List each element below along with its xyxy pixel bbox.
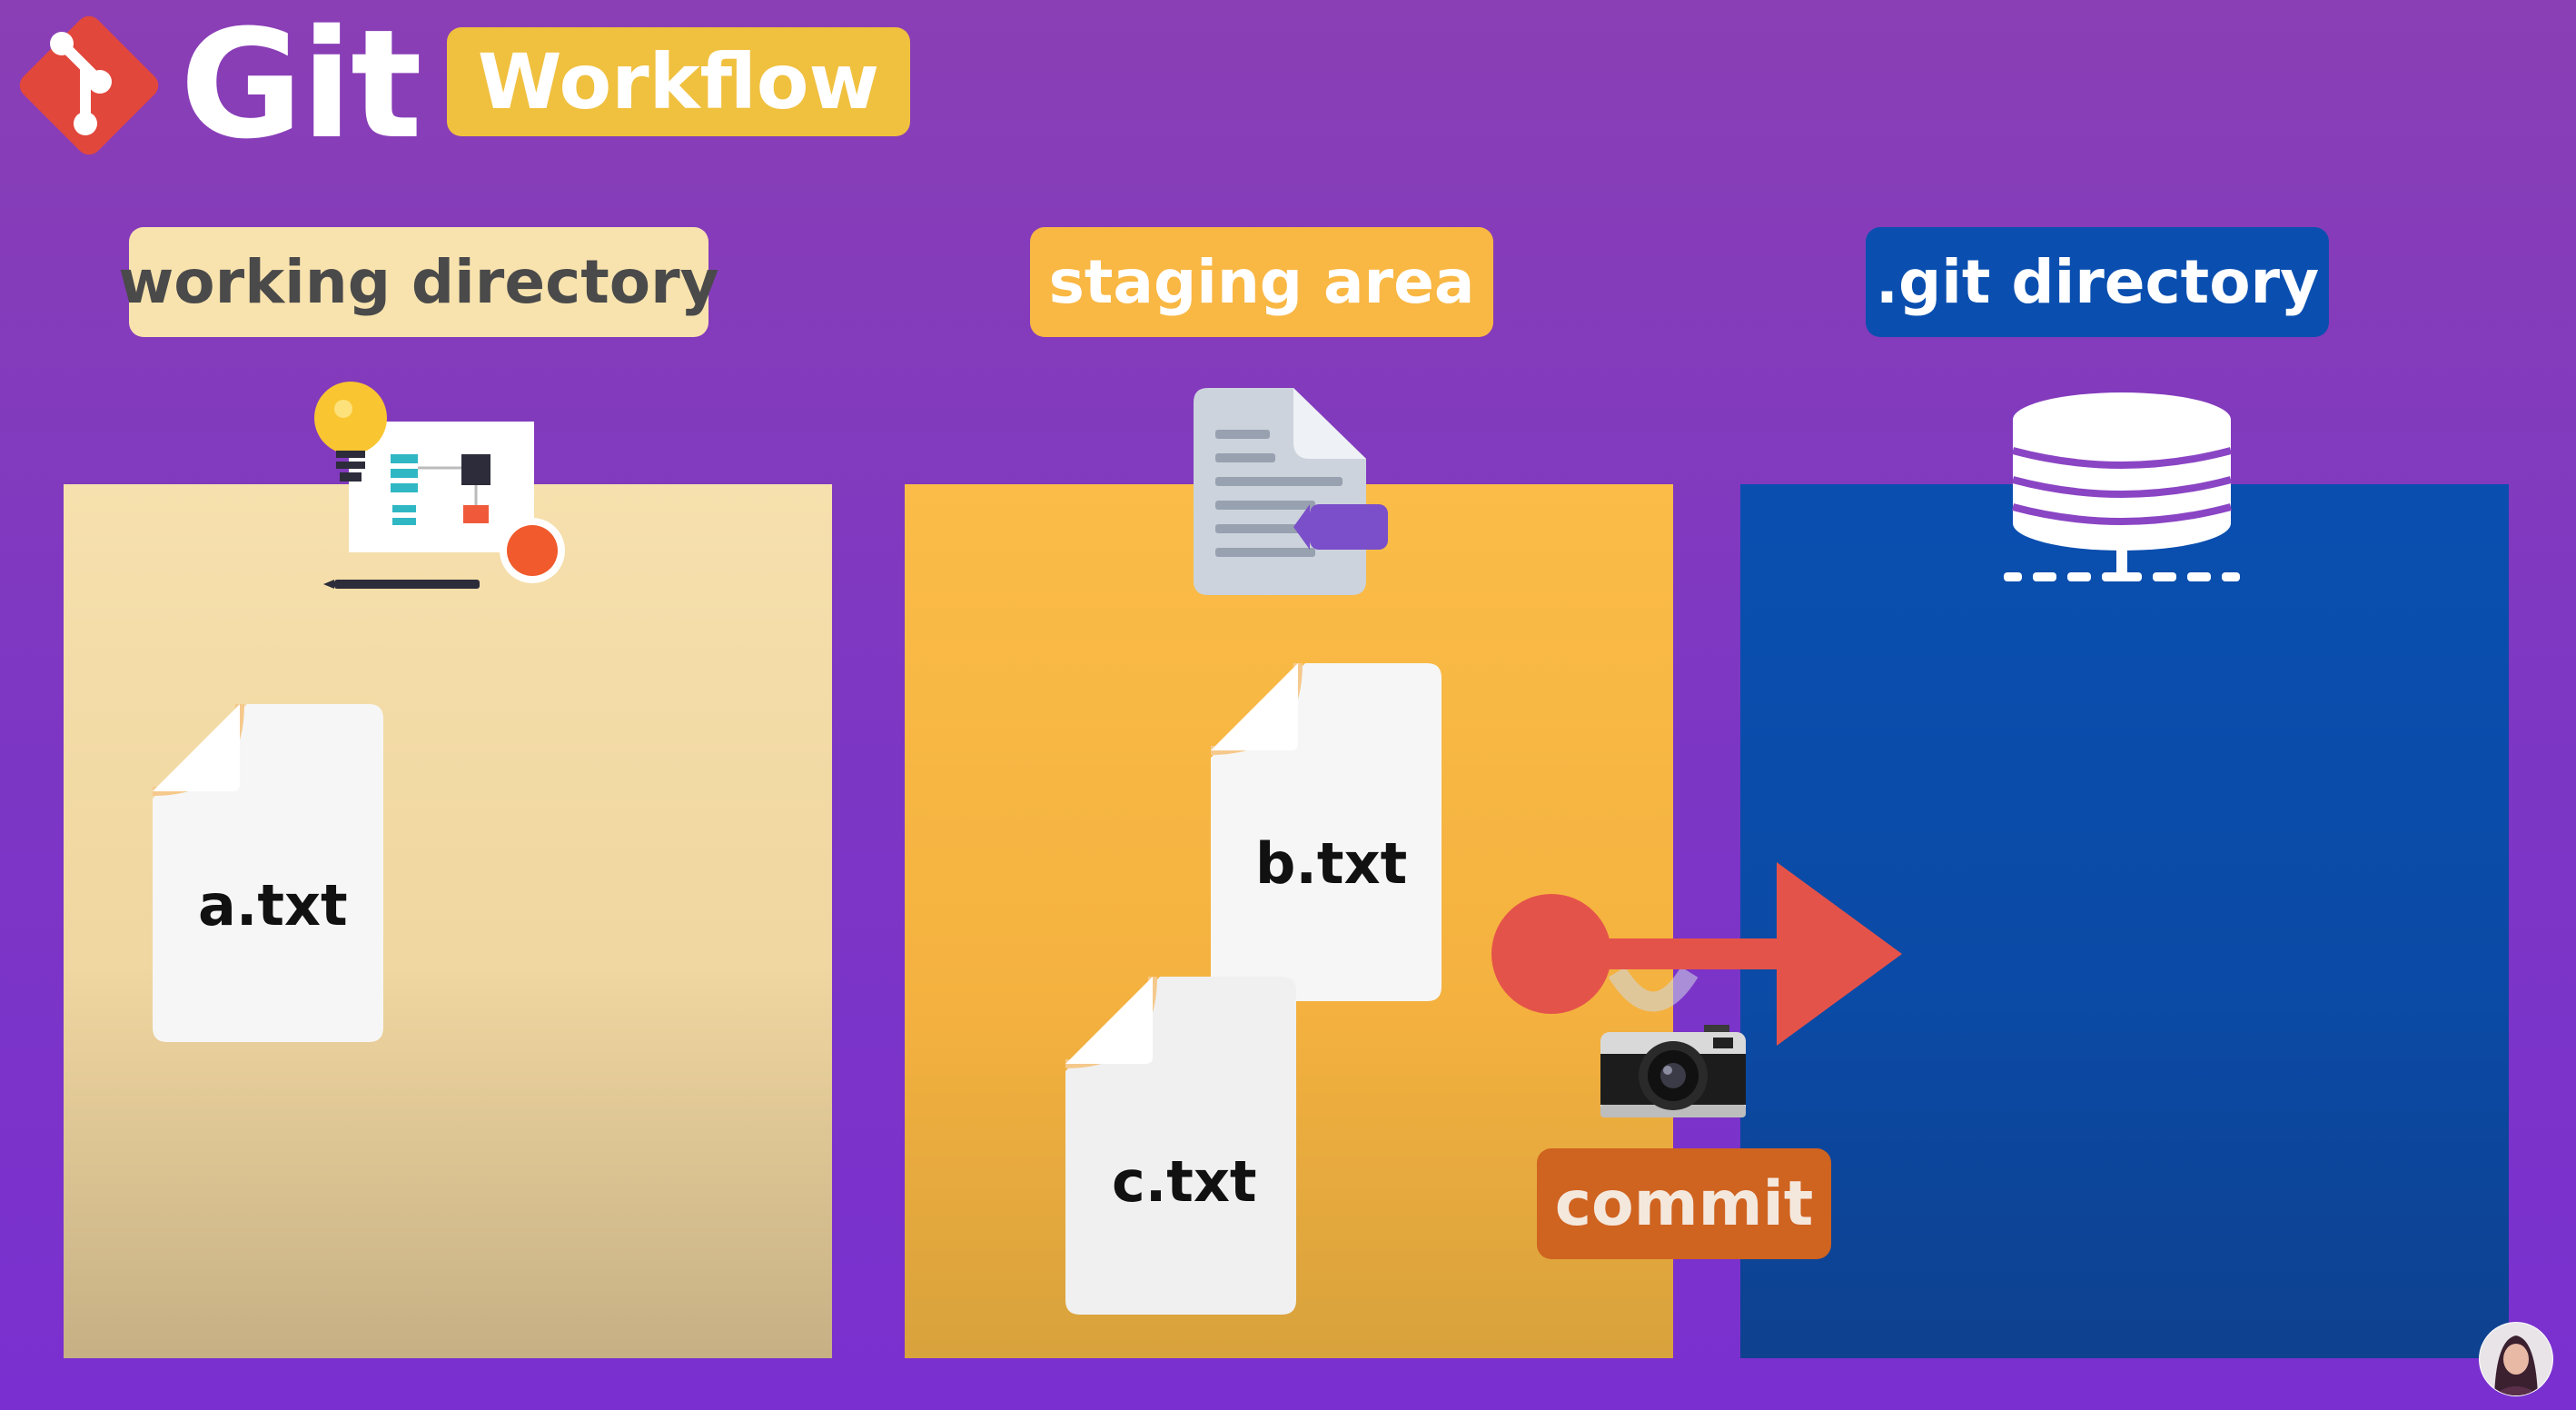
commit-arrow-icon — [1491, 862, 1902, 1046]
working-directory-label: working directory — [118, 227, 719, 337]
workflow-tag: Workflow — [447, 27, 910, 136]
idea-board-icon — [314, 382, 565, 589]
file-b-icon — [1211, 663, 1442, 1001]
avatar — [2479, 1322, 2553, 1396]
file-b-label: b.txt — [1255, 830, 1408, 897]
git-logo-icon — [19, 15, 159, 155]
git-directory-label: .git directory — [1866, 227, 2329, 337]
document-icon — [1194, 388, 1388, 595]
file-a-label: a.txt — [198, 872, 348, 938]
file-c-label: c.txt — [1112, 1148, 1257, 1215]
git-logo-text: Git — [180, 0, 422, 172]
database-icon — [2004, 392, 2240, 581]
file-c-icon — [1065, 977, 1296, 1315]
git-directory-panel — [1740, 484, 2509, 1358]
commit-label: commit — [1537, 1148, 1831, 1259]
camera-icon — [1600, 1025, 1746, 1117]
staging-area-label: staging area — [1030, 227, 1493, 337]
file-a-icon — [153, 704, 383, 1042]
